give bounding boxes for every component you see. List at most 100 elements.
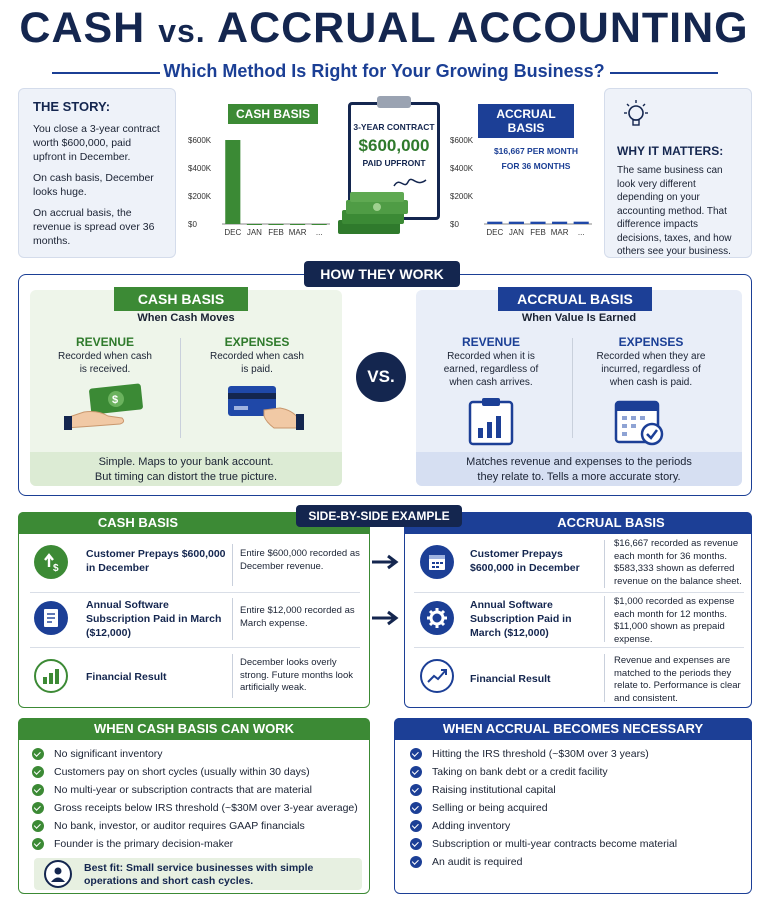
checklist-item-text: No significant inventory <box>54 748 163 760</box>
checklist-item-text: Adding inventory <box>432 820 511 832</box>
y-tick-label: $400K <box>450 164 474 173</box>
checklist-item: No significant inventory <box>32 745 368 763</box>
checklist-item-text: No multi-year or subscription contracts … <box>54 784 312 796</box>
accrual-panel-subtitle: When Value Is Earned <box>521 312 637 324</box>
x-tick-label: ... <box>316 228 323 237</box>
cash-stack-icon <box>338 192 408 234</box>
divider <box>180 338 181 438</box>
check-icon <box>32 838 44 850</box>
report-chart-icon <box>468 398 514 446</box>
page-subtitle: Which Method Is Right for Your Growing B… <box>163 61 605 81</box>
x-tick-label: FEB <box>268 228 284 237</box>
checklist-item-text: Hitting the IRS threshold (~$30M over 3 … <box>432 748 649 760</box>
bar <box>268 224 284 225</box>
divider <box>232 598 233 640</box>
checklist-item-text: Raising institutional capital <box>432 784 556 796</box>
divider <box>572 338 573 438</box>
contract-clipboard: 3-YEAR CONTRACT $600,000 PAID UPFRONT <box>338 94 444 244</box>
x-tick-label: MAR <box>289 228 307 237</box>
divider <box>610 72 718 74</box>
clipboard-line-1: 3-YEAR CONTRACT <box>353 122 435 132</box>
cash-row-2-title: Annual Software Subscription Paid in Mar… <box>86 599 222 639</box>
x-tick-label: MAR <box>551 228 569 237</box>
y-tick-label: $600K <box>188 136 212 145</box>
bar <box>311 224 327 225</box>
checklist-item: Hitting the IRS threshold (~$30M over 3 … <box>410 745 748 763</box>
divider <box>604 596 605 642</box>
cash-revenue-heading: REVENUE <box>75 335 134 349</box>
checklist-item-text: No bank, investor, or auditor requires G… <box>54 820 305 832</box>
check-icon <box>32 784 44 796</box>
checklist-item-text: Founder is the primary decision-maker <box>54 838 234 850</box>
lightbulb-icon <box>624 100 648 126</box>
x-tick-label: FEB <box>530 228 546 237</box>
story-text-3: On accrual basis, the revenue is spread … <box>33 207 155 247</box>
bar <box>225 140 241 224</box>
check-icon <box>32 748 44 760</box>
check-icon <box>410 766 422 778</box>
why-card: WHY IT MATTERS: The same business can lo… <box>604 88 752 258</box>
bar-chart-icon <box>34 659 68 693</box>
x-tick-label: JAN <box>509 228 524 237</box>
clipboard-amount: $600,000 <box>358 136 430 155</box>
check-icon <box>410 748 422 760</box>
accrual-revenue-text: Recorded when it is earned, regardless o… <box>443 351 539 388</box>
checklist-item: Founder is the primary decision-maker <box>32 835 368 853</box>
divider <box>414 592 744 593</box>
trend-up-icon <box>420 659 454 693</box>
side-cash-header <box>18 512 370 534</box>
x-tick-label: DEC <box>224 228 241 237</box>
check-icon <box>410 802 422 814</box>
gear-icon <box>420 601 454 635</box>
checklist-item: No bank, investor, or auditor requires G… <box>32 817 368 835</box>
accrual-panel-footer <box>416 452 742 486</box>
accrual-expenses-heading: EXPENSES <box>618 335 684 349</box>
hand-card-icon <box>228 386 304 430</box>
checklist-item: Taking on bank debt or a credit facility <box>410 763 748 781</box>
checklist-item-text: Customers pay on short cycles (usually w… <box>54 766 310 778</box>
accrual-revenue-heading: REVENUE <box>461 335 520 349</box>
check-icon <box>410 784 422 796</box>
check-icon <box>32 802 44 814</box>
receipt-icon <box>34 601 68 635</box>
y-tick-label: $200K <box>450 192 474 201</box>
checklist-item-text: Selling or being acquired <box>432 802 548 814</box>
checklist-item-text: Gross receipts below IRS threshold (~$30… <box>54 802 358 814</box>
accrual-row-2-desc: $1,000 recorded as expense each month fo… <box>614 596 735 645</box>
side-title: SIDE-BY-SIDE EXAMPLE <box>296 505 462 527</box>
accrual-row-3-desc: Revenue and expenses are matched to the … <box>614 655 741 704</box>
check-icon <box>410 856 422 868</box>
checklist-item-text: An audit is required <box>432 856 523 868</box>
best-fit-text: Best fit: Small service businesses with … <box>84 862 314 887</box>
bar <box>246 224 262 225</box>
divider <box>414 647 744 648</box>
checklist-item: Selling or being acquired <box>410 799 748 817</box>
divider <box>604 654 605 702</box>
accrual-note-line-2: FOR 36 MONTHS <box>501 161 571 171</box>
calendar-icon <box>420 545 454 579</box>
accrual-note: $16,667 PER MONTH FOR 36 MONTHS <box>486 144 586 174</box>
check-icon <box>410 820 422 832</box>
bar <box>508 221 524 224</box>
arrow-right-icon <box>372 554 399 570</box>
cash-expenses-heading: EXPENSES <box>224 335 290 349</box>
when-accrual-title: WHEN ACCRUAL BECOMES NECESSARY <box>394 718 752 740</box>
story-card: THE STORY: You close a 3-year contract w… <box>18 88 176 258</box>
x-tick-label: ... <box>578 228 585 237</box>
side-accrual-header <box>404 512 752 534</box>
check-icon <box>32 766 44 778</box>
accrual-foot-1: Matches revenue and expenses to the peri… <box>466 456 692 468</box>
cash-row-1-desc: Entire $600,000 recorded as December rev… <box>240 548 360 572</box>
story-text-1: You close a 3-year contract worth $600,0… <box>33 123 160 163</box>
arrow-up-dollar-icon: $ <box>34 545 68 579</box>
accrual-row-1-desc: $16,667 recorded as revenue each month f… <box>614 538 742 587</box>
accrual-foot-2: they relate to. Tells a more accurate st… <box>477 471 681 483</box>
cash-chart-label: CASH BASIS <box>228 104 318 124</box>
check-icon <box>410 838 422 850</box>
svg-text:$: $ <box>53 563 59 573</box>
cash-row-3-desc: December looks overly strong. Future mon… <box>240 657 353 693</box>
y-tick-label: $200K <box>188 192 212 201</box>
side-cash-title: CASH BASIS <box>97 515 179 530</box>
